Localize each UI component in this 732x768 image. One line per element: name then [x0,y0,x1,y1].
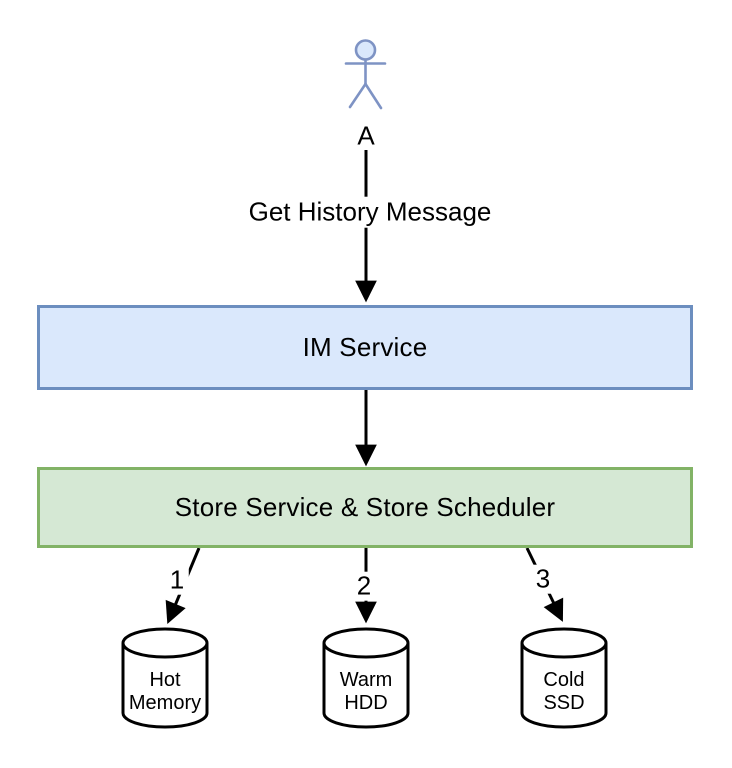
cylinder-cold-ssd-lid [520,642,608,659]
cylinder-warm-hdd-body [322,627,410,729]
actor-label: A [357,120,375,151]
node-store-service-scheduler: Store Service & Store Scheduler [37,467,693,548]
edge-label-2: 2 [351,572,377,601]
cylinder-hot-memory-body [121,627,209,729]
edge-label-get-history-message: Get History Message [242,196,498,228]
cylinder-warm-hdd-label: Warm HDD [339,669,393,714]
cylinder-hot-memory-label: Hot Memory [128,669,202,714]
cylinder-cold-ssd-body [520,627,608,729]
node-im-service: IM Service [37,305,693,390]
actor-icon [344,39,387,110]
node-store-service-scheduler-label: Store Service & Store Scheduler [174,492,556,522]
cylinder-hot-memory-lid [121,642,209,659]
cylinder-warm-hdd [322,627,410,729]
node-im-service-label: IM Service [302,332,428,362]
actor-leg-left [348,82,367,109]
cylinder-hot-memory [121,627,209,729]
cylinder-cold-ssd [520,627,608,729]
cylinder-warm-hdd-lid [322,642,410,659]
actor-leg-right [364,82,383,110]
edge-label-3: 3 [530,565,556,594]
cylinder-cold-ssd-label: Cold SSD [543,669,585,714]
edge-label-1: 1 [164,566,190,595]
actor-head [354,39,377,61]
